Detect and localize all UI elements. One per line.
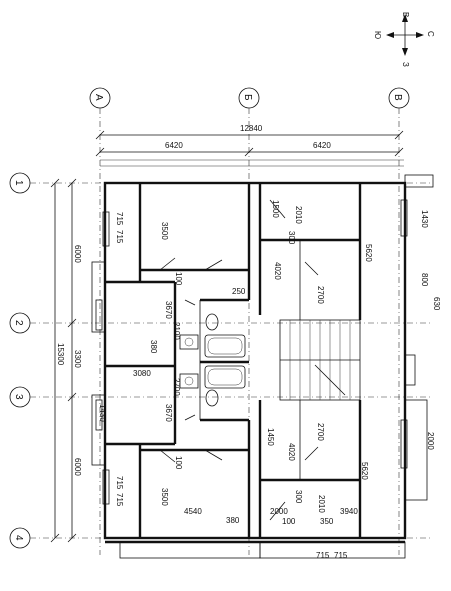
axis-a-label: А: [93, 94, 104, 101]
dim-2700-bottom: 2700: [316, 423, 325, 441]
number-axes: 1 2 3 4: [9, 172, 430, 549]
dim-715-e: 715: [316, 551, 330, 560]
dim-3940: 3940: [340, 507, 358, 516]
dim-250: 250: [232, 287, 246, 296]
dim-380-mid: 380: [149, 340, 158, 354]
dim-1430-bottom: 1430: [98, 404, 107, 422]
dim-3670-bottom: 3670: [164, 404, 173, 422]
compass-south-label: Ю: [373, 31, 382, 39]
dim-5620-bottom: 5620: [360, 462, 369, 480]
interior-walls: [105, 182, 362, 538]
axis-1-label: 1: [13, 180, 24, 186]
dim-300-bottom: 300: [294, 490, 303, 504]
dim-top-left: 6420: [165, 141, 183, 150]
axis-4-label: 4: [13, 535, 24, 541]
sanitary-fixtures: [179, 313, 246, 407]
dim-715-c: 715: [115, 476, 124, 490]
axis-2-label: 2: [13, 320, 24, 326]
dim-100-top: 100: [174, 272, 183, 286]
interior-dimensions: 3500 3500 1500 2010 300 4020 5620 2700 1…: [98, 200, 441, 560]
compass-east-label: В: [401, 12, 410, 17]
axis-v-label: В: [392, 94, 403, 101]
compass-rose: В Ю С З: [373, 12, 435, 67]
dim-300-top: 300: [287, 231, 296, 245]
dim-top-right: 6420: [313, 141, 331, 150]
dim-3500-top: 3500: [160, 222, 169, 240]
dim-4020-bottom: 4020: [287, 443, 296, 461]
dim-350: 350: [320, 517, 334, 526]
dim-1500: 1500: [271, 200, 280, 218]
dim-3670-top: 3670: [164, 301, 173, 319]
dim-left-seg1: 6000: [73, 245, 82, 263]
dim-4540: 4540: [184, 507, 202, 516]
dim-3080: 3080: [133, 369, 151, 378]
dim-4020-top: 4020: [273, 262, 282, 280]
dim-top-overall: 12840: [240, 124, 263, 133]
dim-2100-top: 2100: [172, 322, 181, 340]
dim-380-bottom: 380: [226, 516, 240, 525]
dim-100-low: 100: [282, 517, 296, 526]
dim-715-f: 715: [334, 551, 348, 560]
dim-100-bottom: 100: [174, 456, 183, 470]
dim-left-overall: 15300: [56, 343, 65, 366]
compass-north-label: С: [426, 31, 435, 37]
dim-630: 630: [432, 297, 441, 311]
dim-2700-mid: 2700: [172, 378, 181, 396]
door-swings: [159, 199, 319, 521]
staircase: [279, 319, 361, 401]
dim-2010-bottom: 2010: [317, 495, 326, 513]
windows: [95, 199, 408, 505]
dim-715-b: 715: [115, 230, 124, 244]
dim-2000-bottom: 2000: [270, 507, 288, 516]
dim-1450: 1450: [266, 428, 275, 446]
top-dimension-chain: 12840 6420 6420: [95, 124, 404, 167]
dim-2000-right: 2000: [426, 432, 435, 450]
dim-3500-bottom: 3500: [160, 488, 169, 506]
dim-715-a: 715: [115, 212, 124, 226]
dim-left-seg2: 3300: [73, 350, 82, 368]
compass-west-label: З: [401, 62, 410, 67]
axis-3-label: 3: [13, 394, 24, 400]
dim-left-seg3: 6000: [73, 458, 82, 476]
dim-715-d: 715: [115, 493, 124, 507]
dim-2700-top: 2700: [316, 286, 325, 304]
axis-b-label: Б: [242, 94, 253, 101]
dim-800: 800: [420, 273, 429, 287]
dim-2010-top: 2010: [294, 206, 303, 224]
dim-1430-top: 1430: [420, 210, 429, 228]
exterior-walls: [91, 174, 434, 559]
left-dimension-chain: 15300 6000 3300 6000: [50, 178, 82, 543]
dim-5620-top: 5620: [364, 244, 373, 262]
